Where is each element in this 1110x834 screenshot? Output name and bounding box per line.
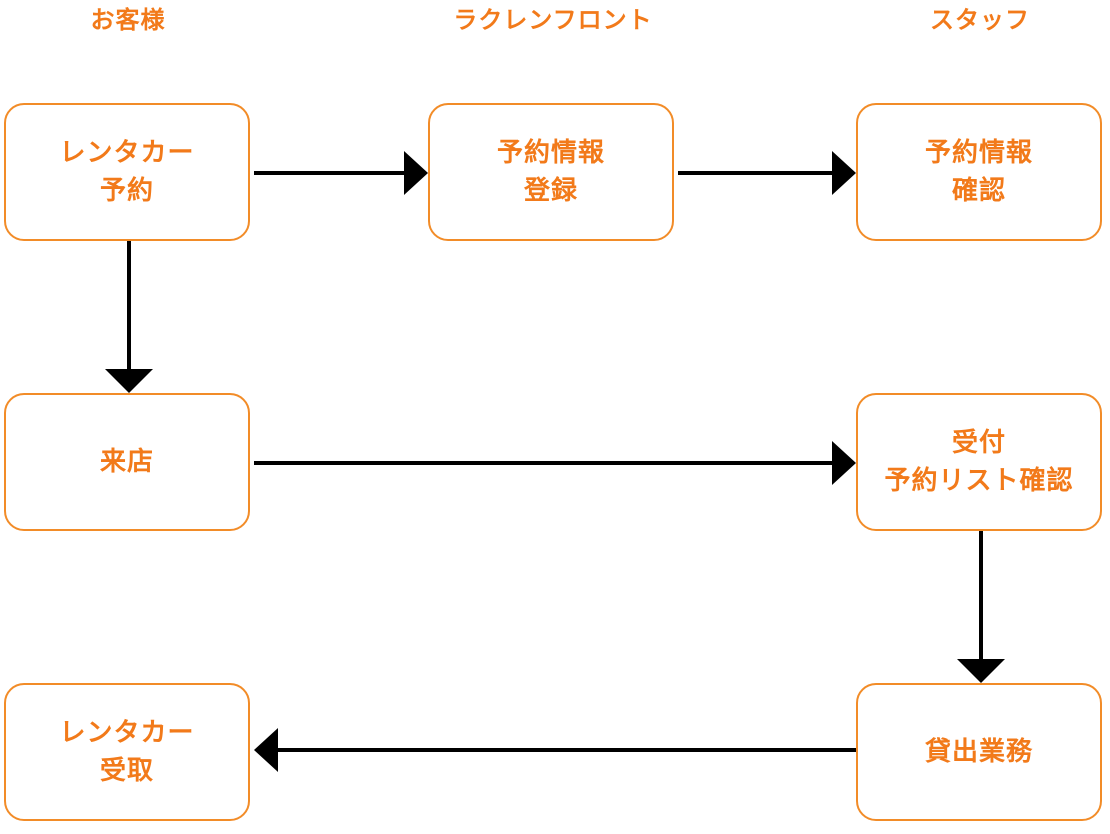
arrowhead-reception-to-lending — [957, 659, 1005, 683]
lane-header-staff: スタッフ — [930, 6, 1030, 34]
node-label-line: レンタカー — [59, 718, 195, 748]
node-label-line: 来店 — [99, 447, 154, 477]
node-label-line: 受付 — [951, 428, 1006, 458]
arrowhead-reservation-to-register — [404, 151, 428, 195]
node-lending: 貸出業務 — [856, 683, 1102, 821]
node-label-line: 予約情報 — [496, 138, 605, 168]
arrowhead-visit-to-reception — [832, 441, 856, 485]
node-reception: 受付 予約リスト確認 — [856, 393, 1102, 531]
node-reservation-confirm: 予約情報 確認 — [856, 103, 1102, 241]
node-label-line: 受取 — [99, 756, 154, 786]
node-label-line: 確認 — [951, 176, 1006, 206]
node-reservation-register: 予約情報 登録 — [428, 103, 674, 241]
node-label-line: 予約情報 — [924, 138, 1033, 168]
node-label-line: レンタカー — [59, 138, 195, 168]
arrowhead-lending-to-pickup — [254, 728, 278, 772]
node-label-line: 貸出業務 — [924, 737, 1033, 767]
node-store-visit: 来店 — [4, 393, 250, 531]
node-label-line: 登録 — [523, 176, 578, 206]
node-label-line: 予約リスト確認 — [884, 466, 1074, 496]
arrowhead-register-to-confirm — [832, 151, 856, 195]
node-rental-reservation: レンタカー 予約 — [4, 103, 250, 241]
lane-header-front: ラクレンフロント — [453, 6, 653, 34]
node-rental-pickup: レンタカー 受取 — [4, 683, 250, 821]
lane-header-customer: お客様 — [90, 6, 166, 34]
node-label-line: 予約 — [99, 176, 154, 206]
arrowhead-reservation-to-visit — [105, 369, 153, 393]
